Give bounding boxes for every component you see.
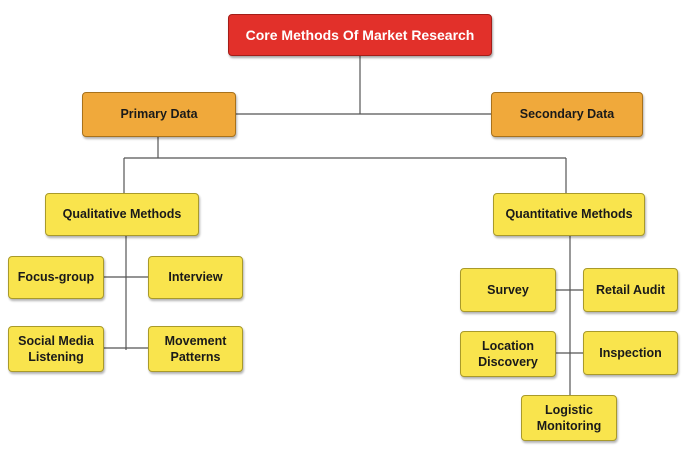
- location-discovery-node: Location Discovery: [460, 331, 556, 377]
- secondary-data-label: Secondary Data: [519, 107, 615, 122]
- focus-group-node: Focus-group: [8, 256, 104, 299]
- logistic-monitoring-label: Logistic Monitoring: [536, 402, 602, 433]
- primary-data-label: Primary Data: [120, 107, 198, 122]
- primary-data-node: Primary Data: [82, 92, 236, 137]
- movement-patterns-node: Movement Patterns: [148, 326, 243, 372]
- interview-label: Interview: [168, 270, 223, 285]
- interview-node: Interview: [148, 256, 243, 299]
- quantitative-methods-node: Quantitative Methods: [493, 193, 645, 236]
- logistic-monitoring-node: Logistic Monitoring: [521, 395, 617, 441]
- secondary-data-node: Secondary Data: [491, 92, 643, 137]
- retail-audit-node: Retail Audit: [583, 268, 678, 312]
- qualitative-methods-label: Qualitative Methods: [62, 207, 182, 222]
- movement-patterns-label: Movement Patterns: [164, 333, 227, 364]
- survey-node: Survey: [460, 268, 556, 312]
- quantitative-methods-label: Quantitative Methods: [505, 207, 633, 222]
- social-media-listening-label: Social Media Listening: [18, 333, 94, 364]
- root-node: Core Methods Of Market Research: [228, 14, 492, 56]
- inspection-label: Inspection: [599, 345, 662, 360]
- retail-audit-label: Retail Audit: [596, 282, 665, 297]
- inspection-node: Inspection: [583, 331, 678, 375]
- focus-group-label: Focus-group: [17, 270, 95, 285]
- qualitative-methods-node: Qualitative Methods: [45, 193, 199, 236]
- survey-label: Survey: [487, 282, 529, 297]
- location-discovery-label: Location Discovery: [478, 338, 538, 369]
- social-media-listening-node: Social Media Listening: [8, 326, 104, 372]
- root-label: Core Methods Of Market Research: [245, 26, 475, 43]
